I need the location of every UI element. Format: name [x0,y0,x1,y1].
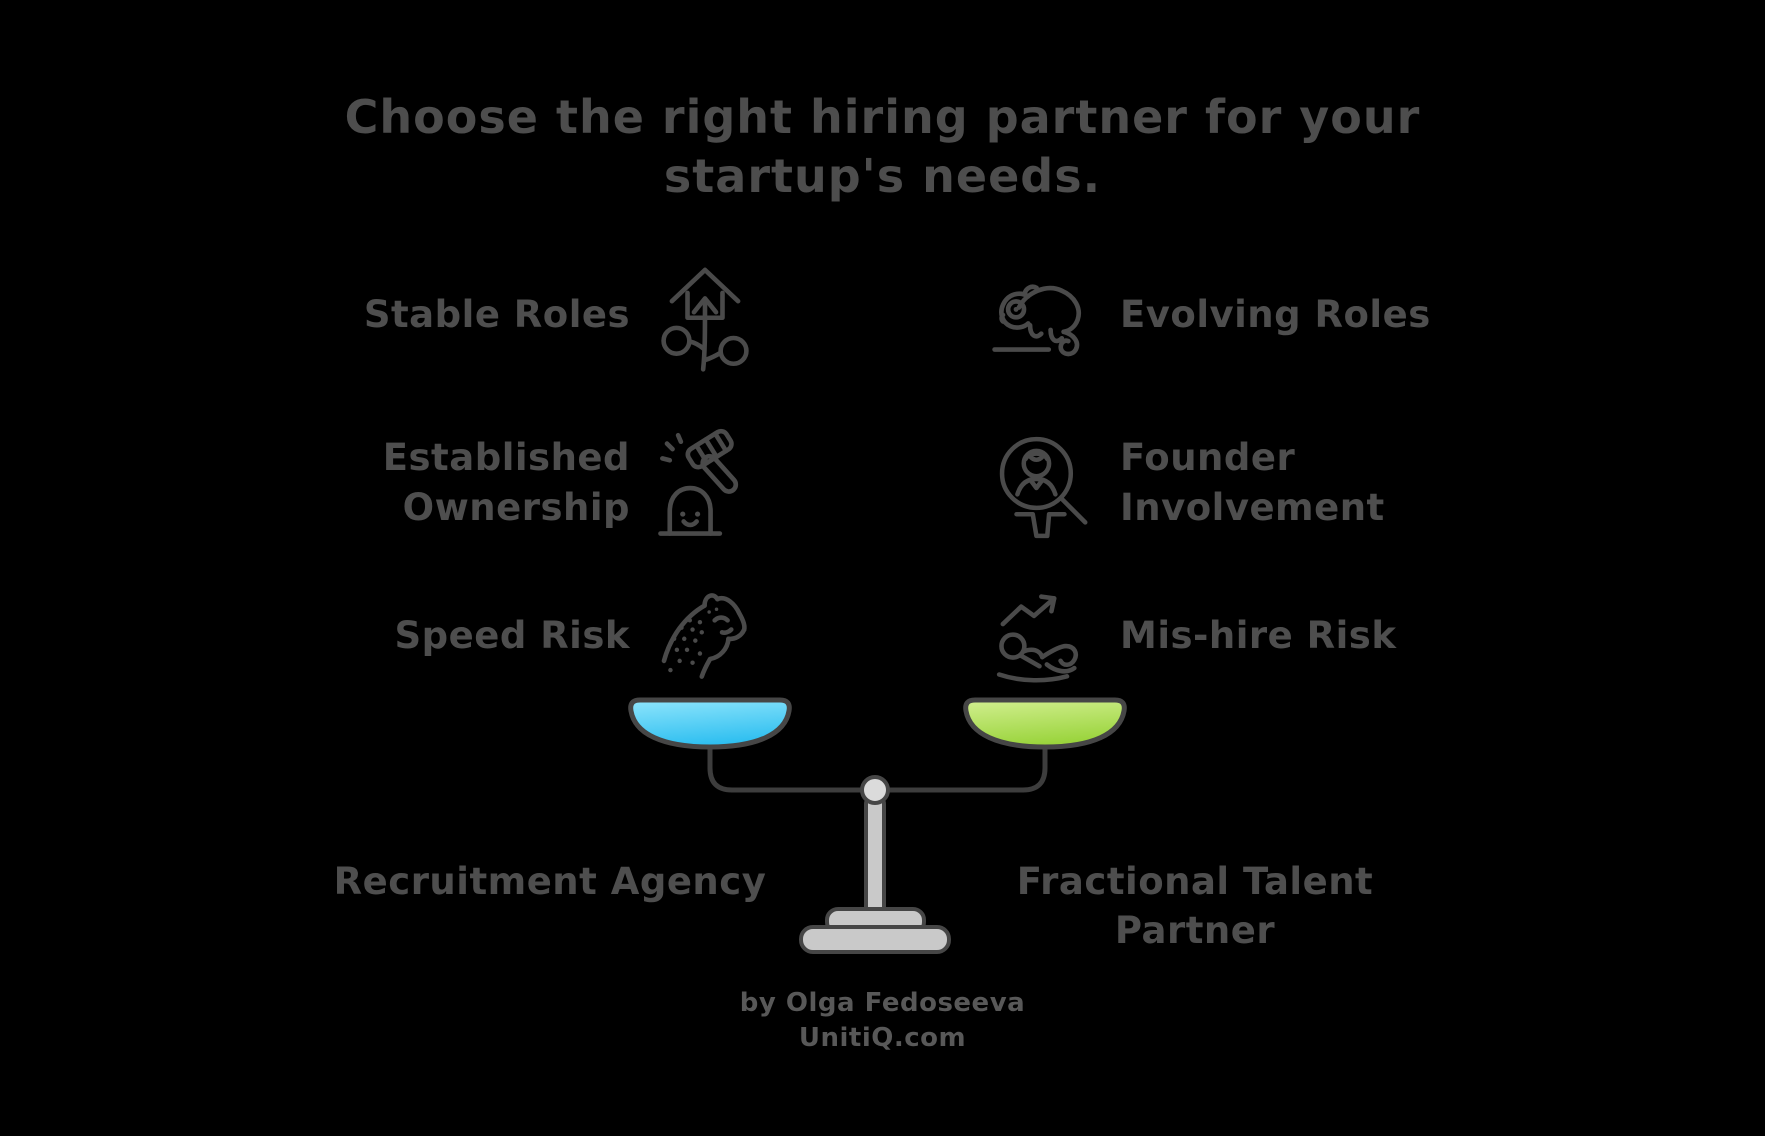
scale-pillar [864,794,886,924]
magnifier-person-icon [999,436,1088,539]
page-title-line2: startup's needs. [663,148,1102,203]
scale-pan-green [963,697,1127,750]
page-title: Choose the right hiring partner for your… [0,88,1765,206]
attribution-site: UnitiQ.com [798,1023,967,1054]
scale-beam-right [881,743,1048,793]
label-speed-risk: Speed Risk [394,613,630,657]
comparison-row-risk: Speed Risk [0,563,1765,708]
comparison-row-roles: Stable Roles [0,240,1765,390]
label-mis-hire-risk: Mis-hire Risk [1120,613,1397,657]
comparison-row-ownership: Established Ownership [0,408,1765,558]
gavel-mole-icon [658,428,739,536]
attribution: by Olga Fedoseeva UnitiQ.com [0,986,1765,1056]
label-recruitment-agency: Recruitment Agency [333,860,767,903]
label-established-ownership: Established Ownership [382,436,630,529]
attribution-author: by Olga Fedoseeva [739,988,1026,1018]
cheetah-icon [661,592,747,679]
scale-beam-left [707,743,869,793]
situp-arrow-icon [996,593,1079,683]
career-path-icon [661,267,749,372]
label-founder-involvement: Founder Involvement [1120,436,1385,529]
label-fractional-talent-partner: Fractional Talent Partner [1016,860,1374,952]
scale-pivot [860,775,890,805]
page-title-line1: Choose the right hiring partner for your [344,90,1421,144]
label-stable-roles: Stable Roles [363,293,630,337]
scale-pan-blue [628,697,792,750]
scale-base-lower [799,925,951,954]
label-evolving-roles: Evolving Roles [1120,293,1431,337]
chameleon-icon [992,284,1081,357]
